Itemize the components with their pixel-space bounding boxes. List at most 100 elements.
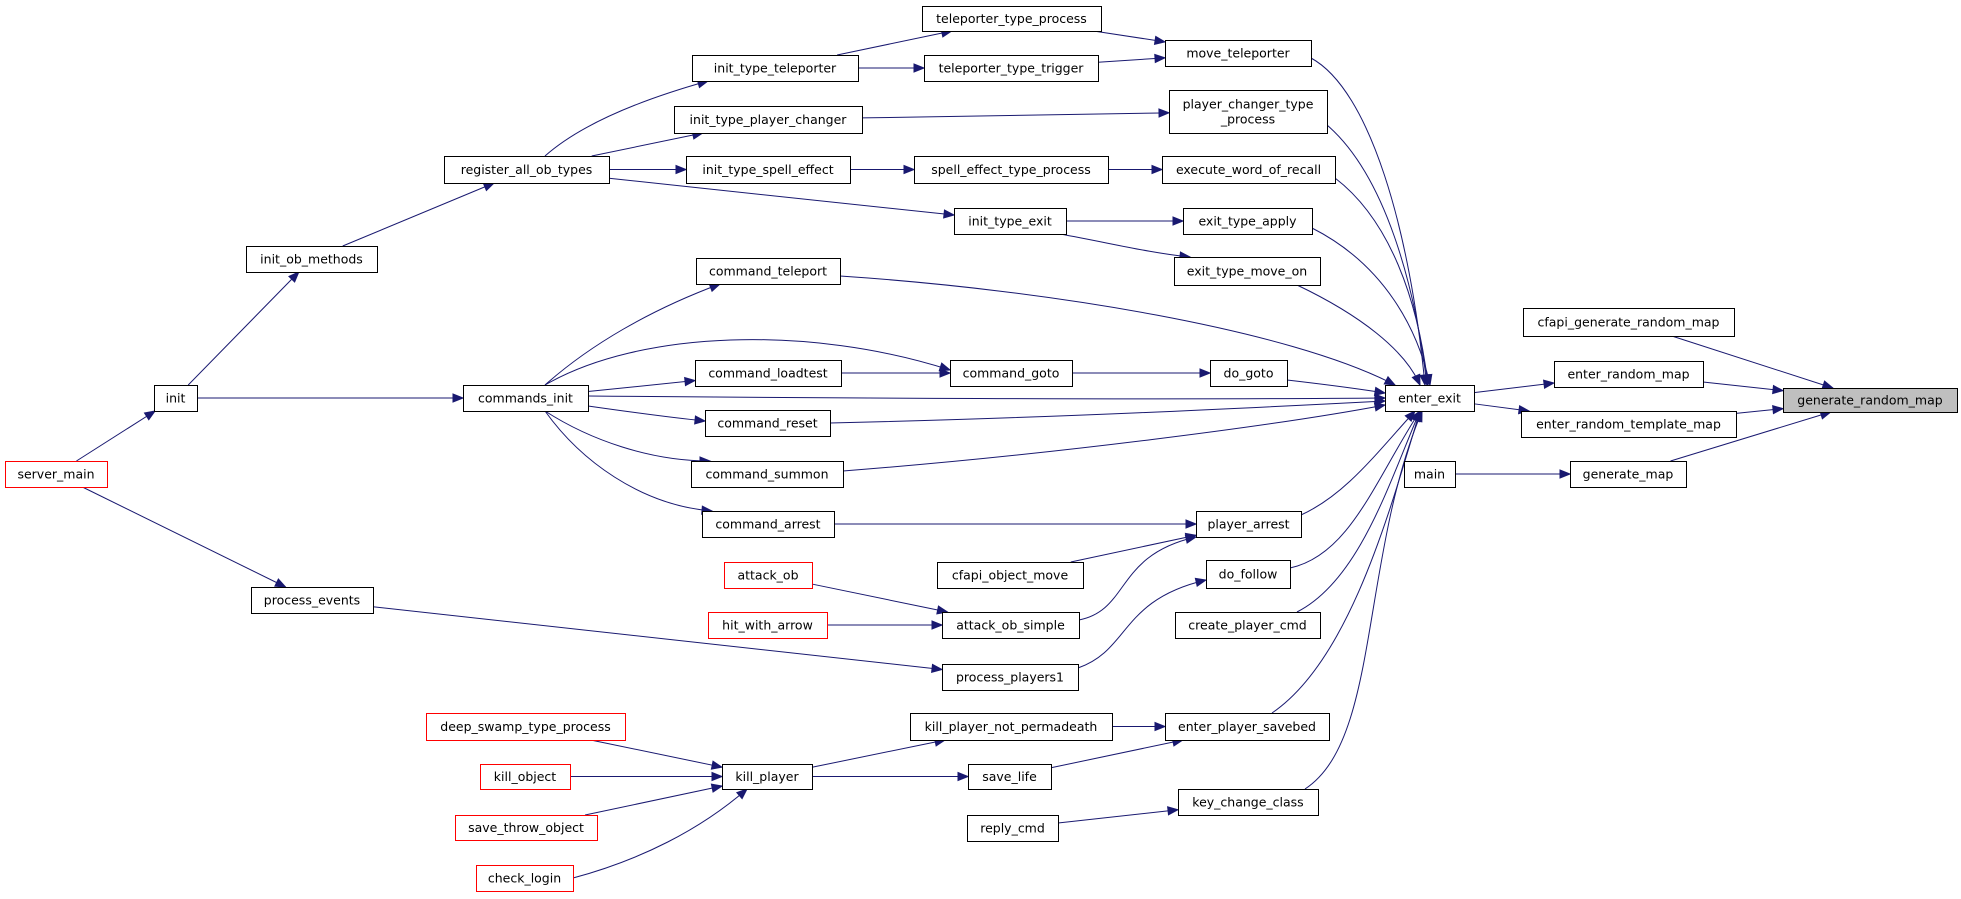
node-box[interactable] (708, 612, 828, 639)
node-create_player_cmd[interactable]: create_player_cmd (1175, 612, 1321, 639)
node-init[interactable]: init (154, 385, 198, 412)
node-box[interactable] (1183, 208, 1313, 235)
node-box[interactable] (967, 815, 1059, 842)
node-key_change_class[interactable]: key_change_class (1178, 789, 1319, 816)
node-enter_exit[interactable]: enter_exit (1385, 385, 1475, 412)
node-cfapi_generate_random_map[interactable]: cfapi_generate_random_map (1523, 308, 1735, 337)
node-enter_random_template_map[interactable]: enter_random_template_map (1521, 411, 1737, 438)
node-box[interactable] (1783, 388, 1958, 413)
node-box[interactable] (922, 6, 1102, 32)
node-save_life[interactable]: save_life (968, 764, 1052, 790)
node-box[interactable] (1165, 40, 1312, 67)
node-process_events[interactable]: process_events (251, 587, 374, 614)
node-box[interactable] (942, 612, 1080, 639)
node-box[interactable] (924, 55, 1099, 82)
node-command_reset[interactable]: command_reset (705, 410, 831, 437)
node-box[interactable] (1404, 461, 1456, 488)
node-box[interactable] (455, 815, 598, 841)
node-box[interactable] (463, 385, 589, 412)
node-reply_cmd[interactable]: reply_cmd (967, 815, 1059, 842)
node-player_arrest[interactable]: player_arrest (1196, 511, 1302, 538)
node-kill_player[interactable]: kill_player (722, 764, 813, 790)
node-box[interactable] (1210, 360, 1288, 387)
node-box[interactable] (426, 713, 626, 741)
node-enter_random_map[interactable]: enter_random_map (1554, 361, 1704, 388)
node-box[interactable] (722, 764, 813, 790)
node-commands_init[interactable]: commands_init (463, 385, 589, 412)
node-box[interactable] (954, 208, 1067, 235)
node-box[interactable] (692, 55, 859, 82)
node-command_teleport[interactable]: command_teleport (696, 258, 841, 285)
node-box[interactable] (1174, 257, 1321, 286)
node-deep_swamp_type_process[interactable]: deep_swamp_type_process (426, 713, 626, 741)
node-box[interactable] (702, 511, 835, 538)
node-box[interactable] (5, 461, 108, 488)
node-generate_map[interactable]: generate_map (1570, 461, 1687, 488)
node-kill_player_not_permadeath[interactable]: kill_player_not_permadeath (910, 713, 1113, 741)
node-do_follow[interactable]: do_follow (1206, 560, 1291, 589)
node-box[interactable] (251, 587, 374, 614)
node-do_goto[interactable]: do_goto (1210, 360, 1288, 387)
node-init_type_spell_effect[interactable]: init_type_spell_effect (686, 156, 851, 184)
node-kill_object[interactable]: kill_object (480, 764, 571, 790)
node-box[interactable] (1175, 612, 1321, 639)
node-register_all_ob_types[interactable]: register_all_ob_types (444, 156, 610, 184)
node-exit_type_move_on[interactable]: exit_type_move_on (1174, 257, 1321, 286)
node-box[interactable] (1162, 156, 1336, 184)
node-box[interactable] (1178, 789, 1319, 816)
node-command_arrest[interactable]: command_arrest (702, 511, 835, 538)
node-teleporter_type_trigger[interactable]: teleporter_type_trigger (924, 55, 1099, 82)
node-execute_word_of_recall[interactable]: execute_word_of_recall (1162, 156, 1336, 184)
node-box[interactable] (1169, 90, 1328, 134)
node-init_type_exit[interactable]: init_type_exit (954, 208, 1067, 235)
node-init_type_player_changer[interactable]: init_type_player_changer (674, 106, 863, 134)
node-main[interactable]: main (1404, 461, 1456, 488)
node-attack_ob[interactable]: attack_ob (724, 562, 813, 589)
node-box[interactable] (1570, 461, 1687, 488)
node-enter_player_savebed[interactable]: enter_player_savebed (1165, 713, 1330, 741)
node-box[interactable] (1521, 411, 1737, 438)
node-box[interactable] (942, 664, 1079, 691)
node-check_login[interactable]: check_login (476, 865, 574, 892)
node-command_goto[interactable]: command_goto (950, 360, 1073, 387)
node-attack_ob_simple[interactable]: attack_ob_simple (942, 612, 1080, 639)
node-box[interactable] (914, 156, 1109, 184)
node-command_summon[interactable]: command_summon (691, 461, 844, 488)
node-cfapi_object_move[interactable]: cfapi_object_move (937, 562, 1084, 589)
node-box[interactable] (1554, 361, 1704, 388)
node-box[interactable] (696, 258, 841, 285)
node-box[interactable] (674, 106, 863, 134)
node-box[interactable] (480, 764, 571, 790)
node-box[interactable] (705, 410, 831, 437)
node-command_loadtest[interactable]: command_loadtest (695, 360, 842, 387)
node-player_changer_type_process[interactable]: player_changer_type_process (1169, 90, 1328, 134)
node-box[interactable] (691, 461, 844, 488)
node-box[interactable] (444, 156, 610, 184)
node-box[interactable] (1206, 560, 1291, 589)
node-box[interactable] (476, 865, 574, 892)
node-box[interactable] (937, 562, 1084, 589)
node-box[interactable] (910, 713, 1113, 741)
node-box[interactable] (1165, 713, 1330, 741)
node-box[interactable] (968, 764, 1052, 790)
node-server_main[interactable]: server_main (5, 461, 108, 488)
node-init_type_teleporter[interactable]: init_type_teleporter (692, 55, 859, 82)
node-box[interactable] (695, 360, 842, 387)
node-process_players1[interactable]: process_players1 (942, 664, 1079, 691)
node-init_ob_methods[interactable]: init_ob_methods (246, 246, 378, 273)
node-box[interactable] (1196, 511, 1302, 538)
node-box[interactable] (1523, 308, 1735, 337)
node-box[interactable] (1385, 385, 1475, 412)
node-box[interactable] (154, 385, 198, 412)
node-box[interactable] (724, 562, 813, 589)
node-save_throw_object[interactable]: save_throw_object (455, 815, 598, 841)
node-box[interactable] (950, 360, 1073, 387)
node-move_teleporter[interactable]: move_teleporter (1165, 40, 1312, 67)
node-box[interactable] (246, 246, 378, 273)
node-spell_effect_type_process[interactable]: spell_effect_type_process (914, 156, 1109, 184)
node-teleporter_type_process[interactable]: teleporter_type_process (922, 6, 1102, 32)
node-exit_type_apply[interactable]: exit_type_apply (1183, 208, 1313, 235)
node-generate_random_map[interactable]: generate_random_map (1783, 388, 1958, 413)
node-hit_with_arrow[interactable]: hit_with_arrow (708, 612, 828, 639)
node-box[interactable] (686, 156, 851, 184)
